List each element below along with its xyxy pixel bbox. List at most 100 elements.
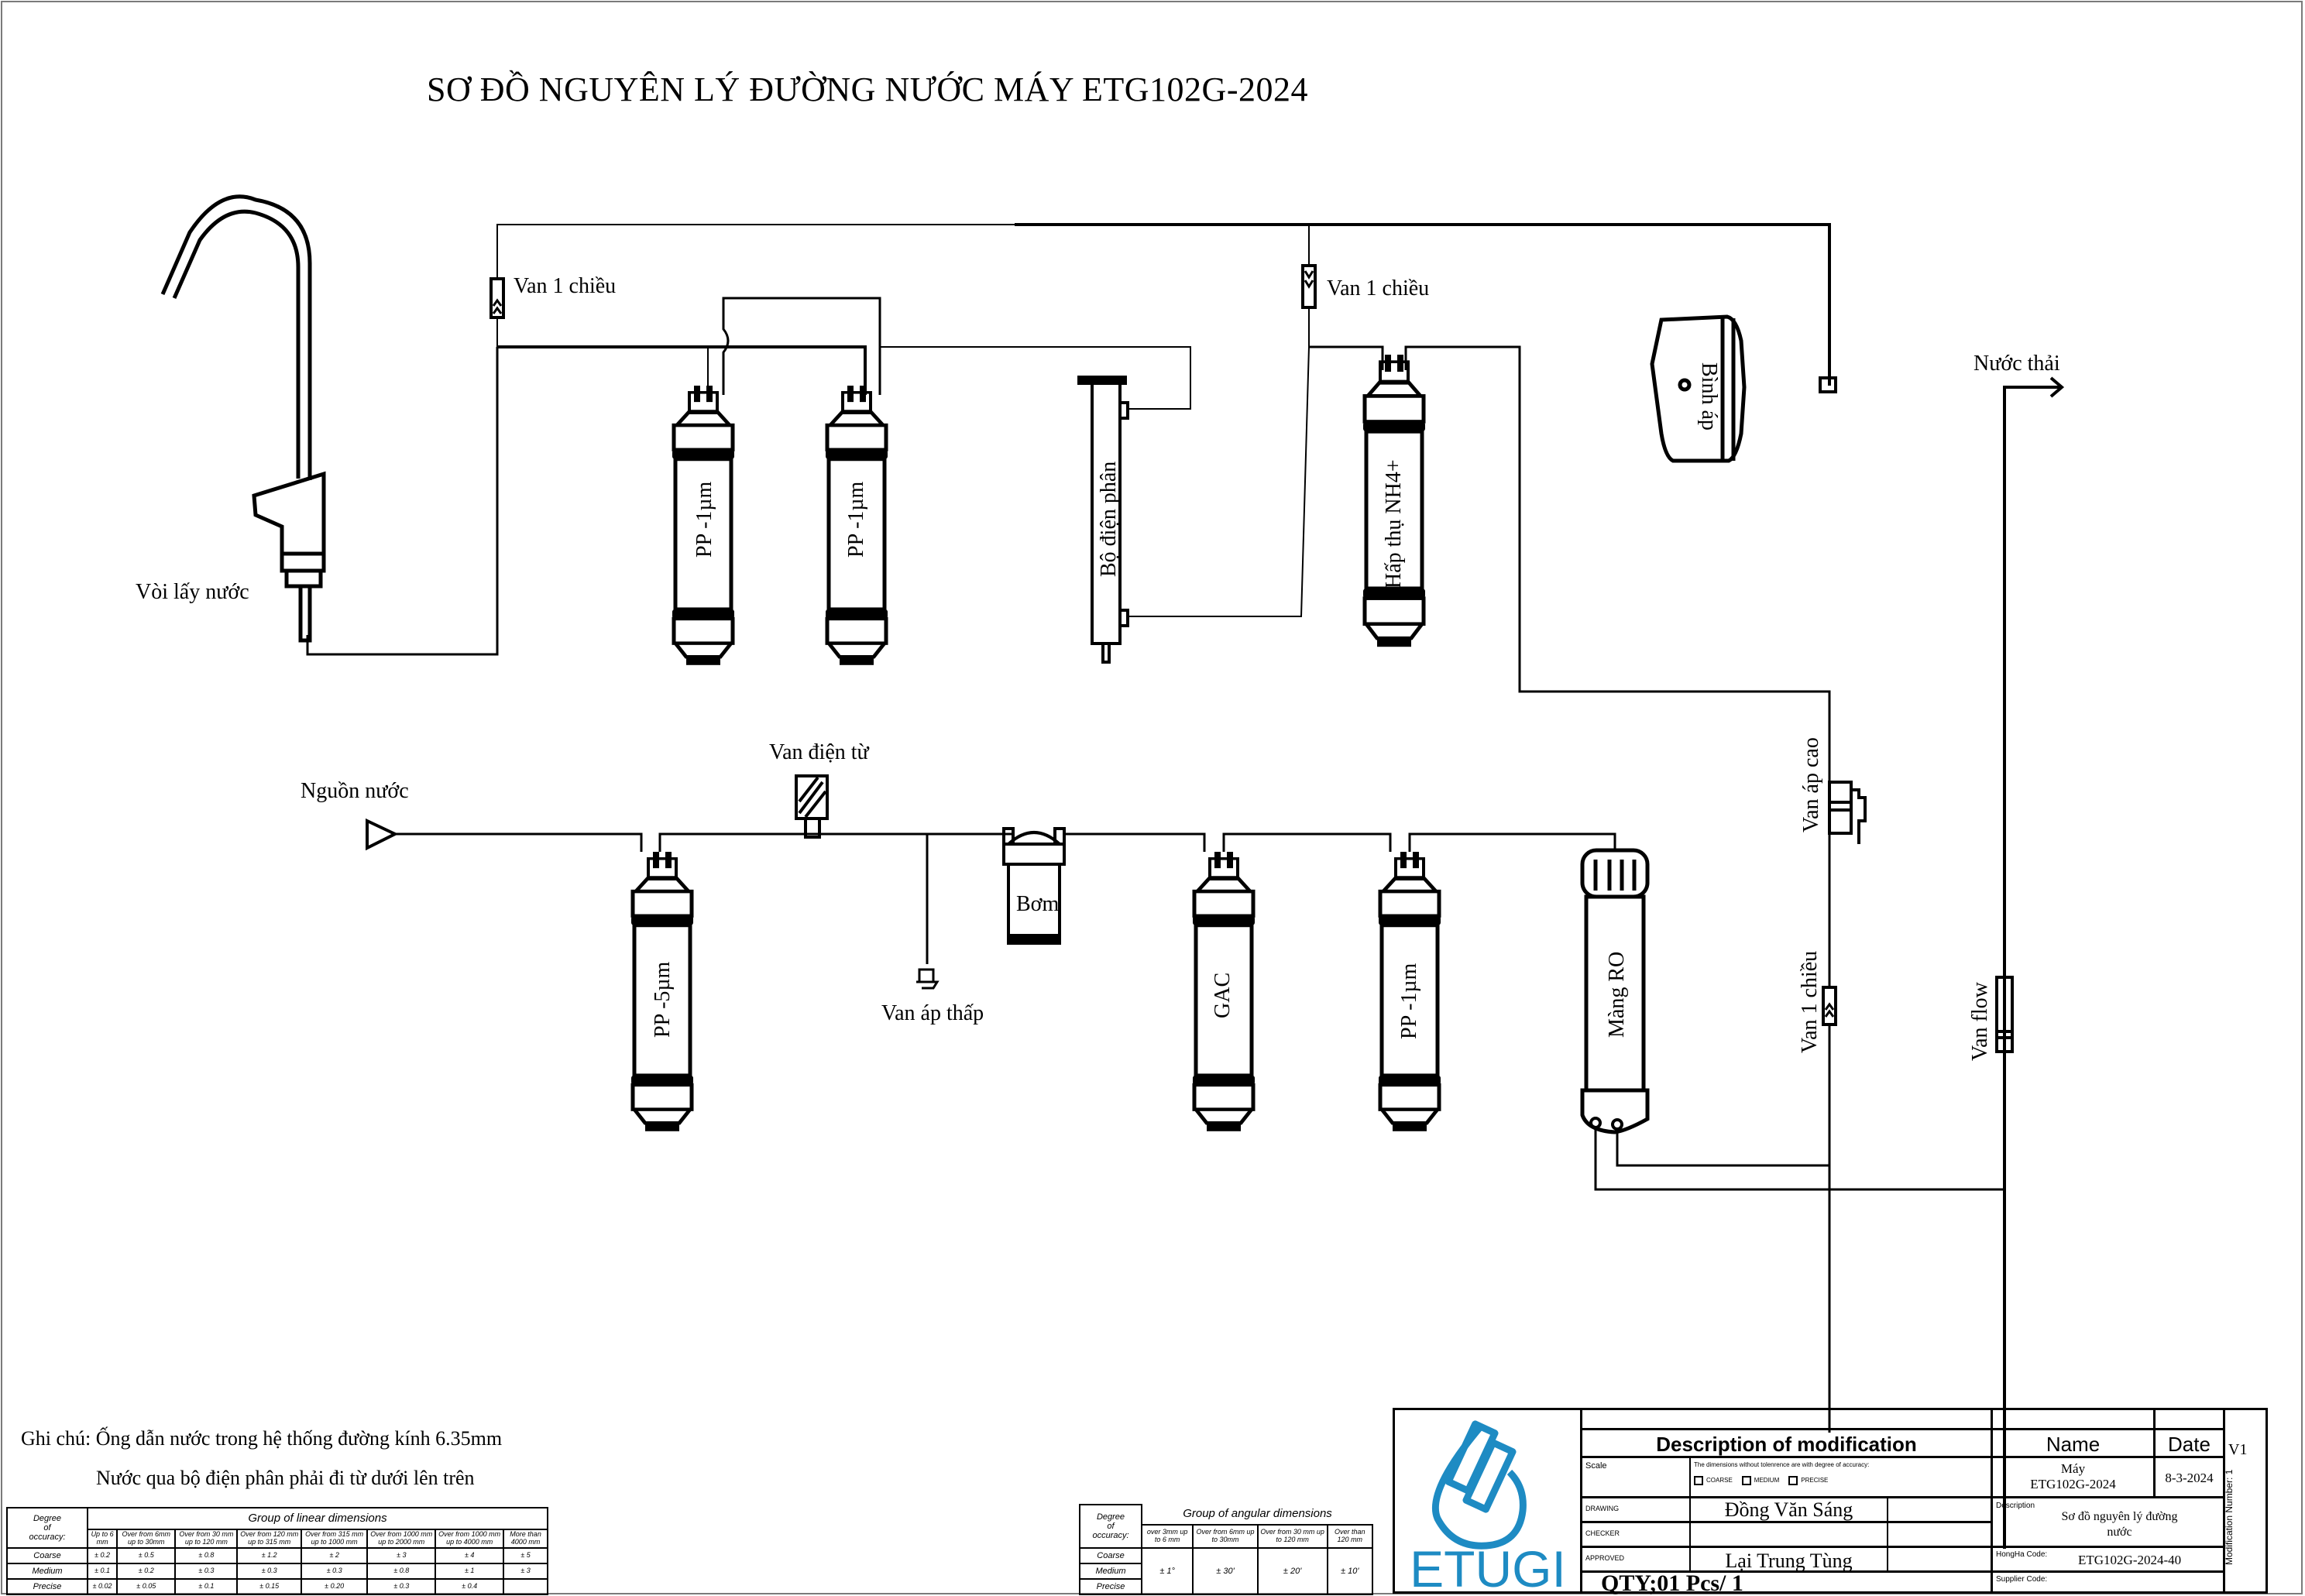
tolerance-value: ± 0.15 <box>236 1578 302 1595</box>
faucet-label: Vòi lấy nước <box>136 580 249 604</box>
hongha-code-value: ETG102G-2024-40 <box>2078 1553 2182 1567</box>
angular-column-header: Over than 120 mm <box>1326 1524 1374 1549</box>
modification-number: Modification Number: 1 <box>2224 1469 2235 1565</box>
tolerance-value: ± 0.3 <box>366 1578 437 1595</box>
water-drop-logo-icon: ETUGI <box>1410 1420 1566 1596</box>
accuracy-grade: Medium <box>6 1563 88 1580</box>
accuracy-grade: Coarse <box>6 1547 88 1564</box>
date-header: Date <box>2156 1430 2225 1458</box>
accuracy-note: The dimensions without tolenrence are wi… <box>1694 1461 1870 1468</box>
angular-column-header: over 3mm up to 6 mm <box>1140 1524 1194 1549</box>
tolerance-value: ± 0.2 <box>86 1547 119 1564</box>
faucet-icon <box>160 194 326 643</box>
flow-valve-icon <box>1995 976 2014 1053</box>
tolerance-value: ± 3 <box>503 1563 548 1580</box>
linear-table-row: Coarse± 0.2± 0.5± 0.8± 1.2± 2± 3± 4± 5 <box>6 1547 548 1564</box>
pump-label: Bơm <box>1016 892 1059 916</box>
tolerance-value: ± 0.3 <box>236 1563 302 1580</box>
pump-icon <box>1002 827 1066 945</box>
tolerance-value: ± 1.2 <box>236 1547 302 1564</box>
company-logo: ETUGI <box>1395 1410 1582 1596</box>
angular-tolerance-value: ± 10' <box>1326 1547 1374 1595</box>
tolerance-value: ± 0.2 <box>116 1563 177 1580</box>
diagram-title: SƠ ĐỒ NGUYÊN LÝ ĐƯỜNG NƯỚC MÁY ETG102G-2… <box>427 70 1308 108</box>
linear-column-header: Over from 120 mm up to 315 mm <box>236 1529 302 1549</box>
note-line-1: Ghi chú: Ống dẫn nước trong hệ thống đườ… <box>21 1427 503 1450</box>
accuracy-option-label: COARSE <box>1706 1477 1733 1484</box>
pressure-tank-icon <box>1650 314 1837 463</box>
check-valve-icon <box>1301 264 1317 309</box>
filter-nh4-label: Hấp thụ NH4+ <box>1382 459 1406 589</box>
tolerance-value: ± 0.8 <box>174 1547 239 1564</box>
linear-column-header: Up to 6 mm <box>86 1529 119 1549</box>
filter-pp1-b-label: PP -1µm <box>844 481 868 558</box>
supplier-code-label: Supplier Code: <box>1993 1573 2225 1591</box>
accuracy-option-precise[interactable]: PRECISE <box>1788 1476 1828 1485</box>
tolerance-value: ± 0.3 <box>300 1563 369 1580</box>
solenoid-valve-icon <box>795 774 829 839</box>
tolerance-value: ± 0.1 <box>86 1563 119 1580</box>
accuracy-grade: Coarse <box>1079 1547 1142 1564</box>
description-cell: Description Sơ đồ nguyên lý đường nước <box>1993 1498 2225 1548</box>
checkbox-icon[interactable] <box>1788 1476 1798 1485</box>
hongha-code-label: HongHa Code: <box>1996 1550 2048 1559</box>
date-value: 8-3-2024 <box>2156 1458 2225 1498</box>
accuracy-option-coarse[interactable]: COARSE <box>1694 1476 1733 1485</box>
check-valve-left-label: Van 1 chiều <box>514 274 616 298</box>
scale-label: Scale <box>1582 1458 1691 1498</box>
linear-column-header: Over from 1000 mm up to 2000 mm <box>366 1529 437 1549</box>
tolerance-value: ± 4 <box>435 1547 505 1564</box>
name-value: Máy ETG102G-2024 <box>1993 1458 2156 1498</box>
quantity: QTY;01 Pcs/ 1 <box>1582 1572 1993 1595</box>
version: V1 <box>2228 1441 2248 1458</box>
checker-value <box>1691 1523 1888 1548</box>
angular-group-title: Group of angular dimensions <box>1141 1505 1372 1526</box>
checkbox-icon[interactable] <box>1694 1476 1703 1485</box>
accuracy-option-label: PRECISE <box>1801 1477 1829 1484</box>
filter-pp1-c-label: PP -1µm <box>1397 963 1421 1039</box>
high-pressure-switch-icon <box>1828 781 1867 844</box>
name-header: Name <box>1993 1430 2156 1458</box>
angular-table-row: Medium <box>1079 1563 1372 1580</box>
linear-table-row: Precise± 0.02± 0.05± 0.1± 0.15± 0.20± 0.… <box>6 1578 548 1595</box>
accuracy-grade: Precise <box>1079 1578 1142 1595</box>
linear-group-title: Group of linear dimensions <box>87 1507 548 1530</box>
ro-membrane-icon <box>1580 848 1650 1134</box>
flow-valve-label: Van flow <box>1968 981 1992 1061</box>
angular-tolerance-value: ± 20' <box>1256 1547 1328 1595</box>
checkbox-icon[interactable] <box>1741 1476 1751 1485</box>
tolerance-value <box>503 1578 548 1595</box>
angular-column-header: Over from 6mm up to 30mm <box>1192 1524 1259 1549</box>
water-source-icon <box>366 818 399 851</box>
logo-text: ETUGI <box>1410 1540 1566 1591</box>
pipes-lower <box>395 832 2006 1191</box>
accuracy-option-label: MEDIUM <box>1754 1477 1780 1484</box>
waste-water-label: Nước thải <box>1974 352 2060 376</box>
drawing-label: DRAWING <box>1582 1498 1691 1523</box>
filter-pp5-label: PP -5µm <box>651 961 675 1038</box>
tolerance-value: ± 2 <box>300 1547 369 1564</box>
linear-column-header: Over from 6mm up to 30mm <box>116 1529 177 1549</box>
check-valve-mid-label: Van 1 chiều <box>1327 276 1429 300</box>
hongha-code-cell: HongHa Code: ETG102G-2024-40 <box>1993 1548 2225 1573</box>
pressure-tank-label: Bình áp <box>1697 362 1721 431</box>
tolerance-value: ± 0.3 <box>174 1563 239 1580</box>
check-valve-icon <box>490 277 505 319</box>
linear-table-row: Medium± 0.1± 0.2± 0.3± 0.3± 0.3± 0.8± 1±… <box>6 1563 548 1580</box>
angular-tolerance-value: ± 1° <box>1140 1547 1194 1595</box>
tolerance-value: ± 0.4 <box>435 1578 505 1595</box>
linear-column-header: More than 4000 mm <box>503 1529 548 1549</box>
solenoid-valve-label: Van điện từ <box>769 740 870 764</box>
linear-column-header: Over from 30 mm up to 120 mm <box>174 1529 239 1549</box>
ro-membrane-label: Màng RO <box>1605 952 1629 1038</box>
accuracy-cell: The dimensions without tolenrence are wi… <box>1691 1458 1993 1498</box>
accuracy-option-medium[interactable]: MEDIUM <box>1741 1476 1780 1485</box>
approved-value: Lại Trung Tùng <box>1691 1548 1888 1573</box>
checker-label: CHECKER <box>1582 1523 1691 1548</box>
electrolyzer-label: Bộ điện phân <box>1097 462 1121 577</box>
note-line-2: Nước qua bộ điện phân phải đi từ dưới lê… <box>96 1467 475 1489</box>
